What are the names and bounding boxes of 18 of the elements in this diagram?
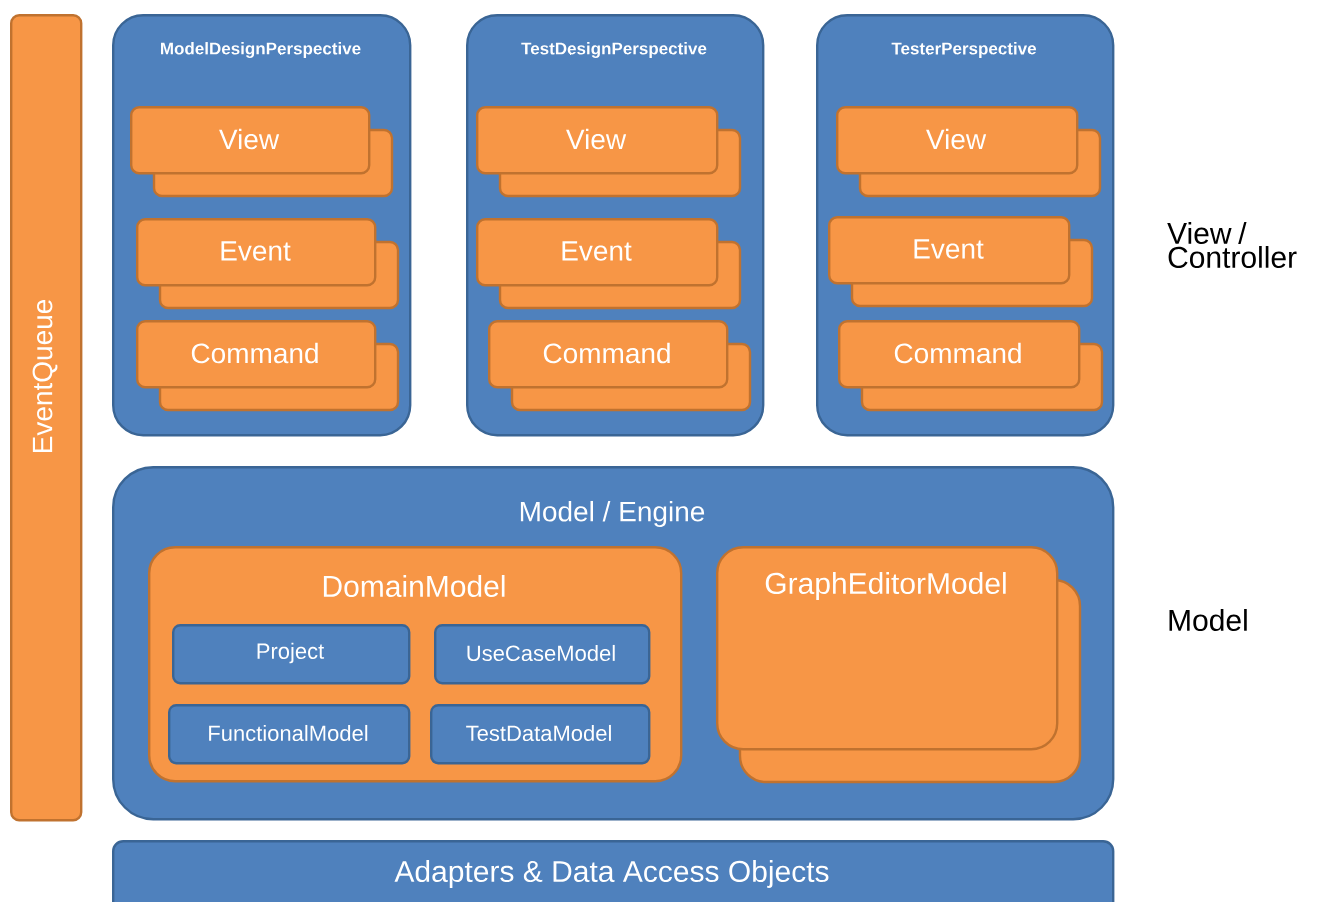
stacked-card: Command [136,320,400,412]
stacked-card: View [130,106,394,198]
model-panel: GraphEditorModel [716,546,1082,784]
stacked-card: Event [136,218,400,310]
model-box: FunctionalModel [168,704,411,765]
side-label: Model [1169,609,1247,631]
stacked-card: View [476,106,742,198]
model-box: UseCaseModel [434,624,651,685]
stacked-card: Event [828,216,1094,308]
queue-bar: EventQueue [10,14,83,822]
stacked-card: View [836,106,1102,198]
model-box: TestDataModel [430,704,651,765]
stacked-card: Command [838,320,1104,412]
adapter-band: Adapters & Data Access Objects [112,840,1115,902]
stacked-card: Event [476,218,742,310]
stacked-card: Command [488,320,752,412]
side-label: View / Controller [1167,222,1297,268]
model-box: Project [172,624,411,685]
